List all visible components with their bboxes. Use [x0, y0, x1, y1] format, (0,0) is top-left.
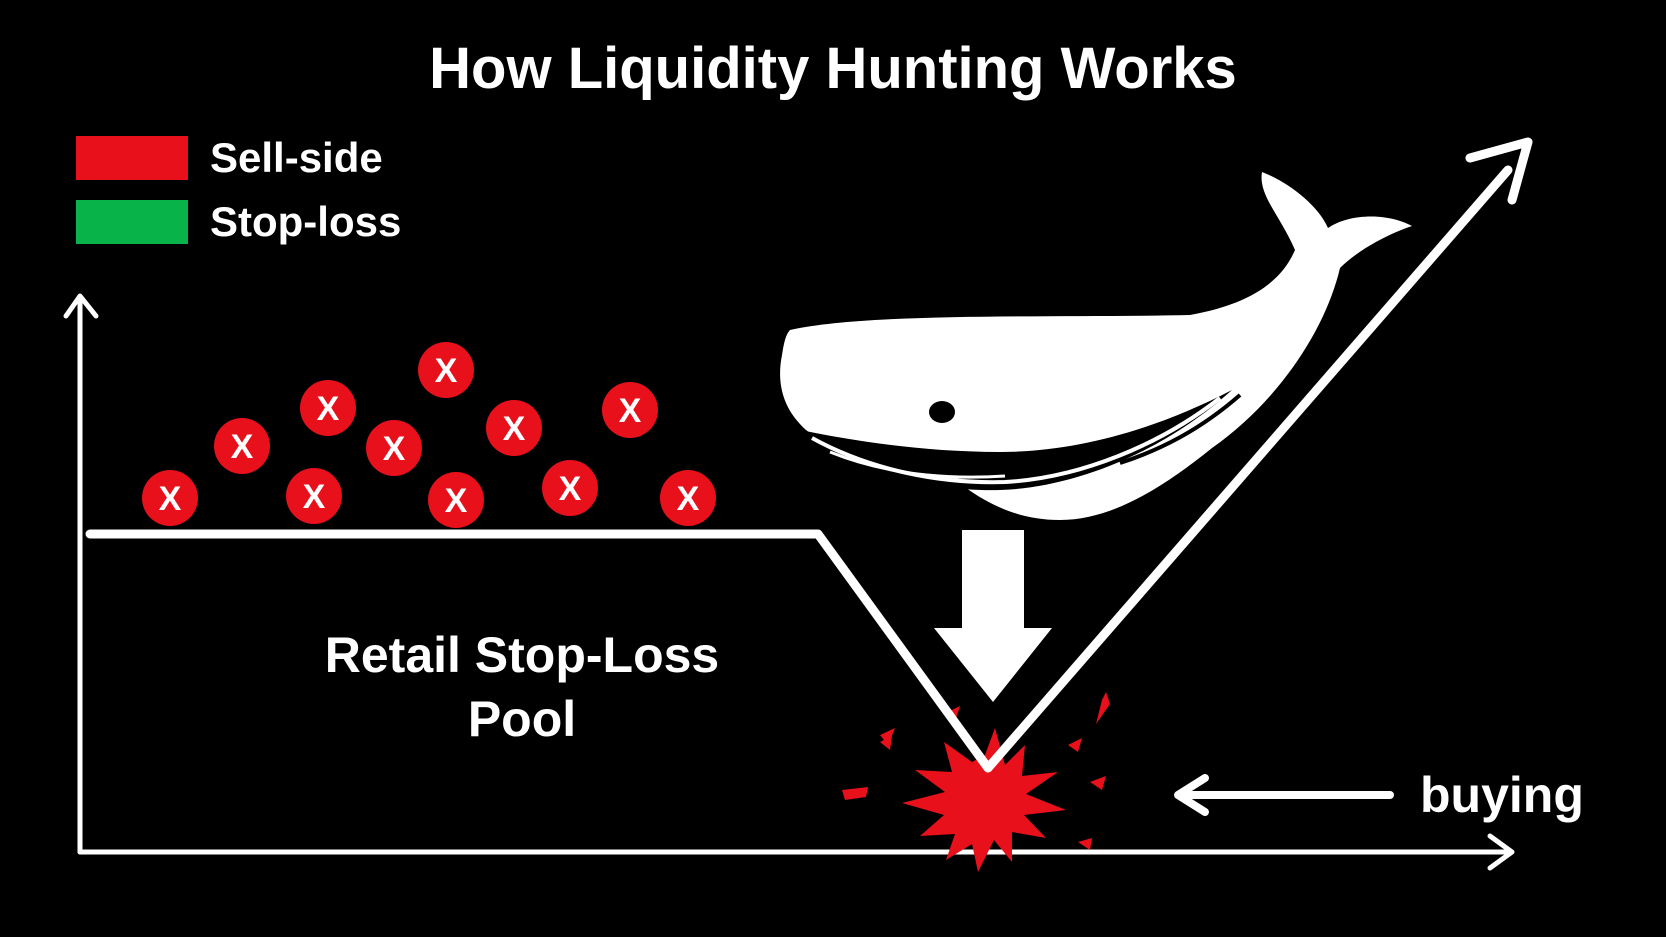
svg-text:X: X — [317, 390, 340, 428]
price-path — [85, 137, 1533, 773]
x-marker-icon: X — [486, 400, 542, 456]
svg-text:X: X — [231, 428, 254, 466]
price-line — [85, 165, 1513, 773]
legend-swatch-sell-side — [76, 136, 188, 180]
x-marker-icon: X — [142, 470, 198, 526]
x-marker-icon: X — [214, 418, 270, 474]
pool-label-line2: Pool — [468, 691, 576, 747]
down-arrow-icon — [934, 530, 1052, 702]
svg-text:X: X — [619, 392, 642, 430]
x-marker-icon: X — [286, 468, 342, 524]
x-marker-icon: X — [602, 382, 658, 438]
left-arrow-icon — [1174, 774, 1394, 816]
pool-label-line1: Retail Stop-Loss — [325, 627, 719, 683]
buying-label: buying — [1420, 767, 1584, 823]
svg-text:X: X — [303, 478, 326, 516]
legend: Sell-side Stop-loss — [76, 134, 401, 245]
x-marker-icon: X — [418, 342, 474, 398]
svg-text:X: X — [503, 410, 526, 448]
svg-text:X: X — [445, 482, 468, 520]
whale-icon — [780, 172, 1412, 520]
legend-label-stop-loss: Stop-loss — [210, 198, 401, 245]
axes — [63, 293, 1515, 871]
svg-text:X: X — [559, 470, 582, 508]
diagram-title: How Liquidity Hunting Works — [429, 36, 1237, 101]
x-axis-arrowhead — [1487, 833, 1515, 871]
legend-label-sell-side: Sell-side — [210, 134, 383, 181]
svg-text:X: X — [159, 480, 182, 518]
svg-text:X: X — [435, 352, 458, 390]
x-marker-icon: X — [542, 460, 598, 516]
x-marker-icon: X — [660, 470, 716, 526]
y-axis-arrowhead — [63, 293, 99, 319]
svg-text:X: X — [677, 480, 700, 518]
svg-text:X: X — [383, 430, 406, 468]
x-marker-icon: X — [366, 420, 422, 476]
x-marker-icon: X — [300, 380, 356, 436]
price-arrowhead — [1465, 137, 1533, 205]
legend-swatch-stop-loss — [76, 200, 188, 244]
x-marker-icon: X — [428, 472, 484, 528]
